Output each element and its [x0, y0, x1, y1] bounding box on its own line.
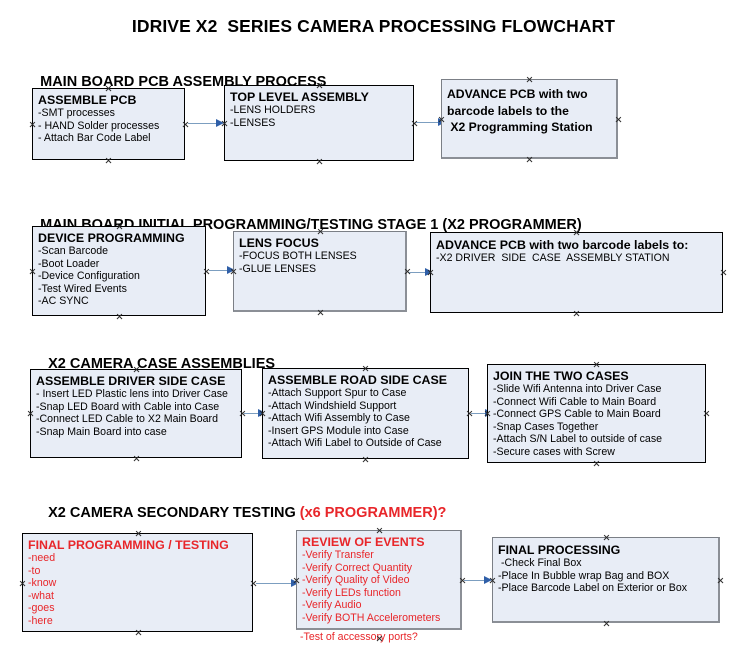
connector-shaft — [209, 270, 228, 272]
arrowhead-icon — [227, 266, 235, 274]
box-header: ASSEMBLE PCB — [38, 93, 137, 107]
connector-shaft — [409, 272, 426, 274]
box-header: FINAL PROCESSING — [498, 543, 621, 557]
box-header-line: ADVANCE PCB with two — [447, 87, 588, 101]
section-heading-4-text: X2 CAMERA SECONDARY TESTING — [48, 505, 300, 521]
connector-shaft — [188, 123, 217, 125]
box-line: -GLUE LENSES — [239, 262, 317, 275]
box-line: -Device Configuration — [38, 270, 140, 283]
box-header-line: X2 Programming Station — [447, 120, 593, 134]
box-line: -Verify BOTH Accelerometers — [302, 611, 441, 624]
connector-shaft — [471, 413, 486, 415]
box-assemble-pcb[interactable]: ASSEMBLE PCB -SMT processes - HAND Solde… — [32, 88, 185, 160]
connector-arrow — [256, 579, 299, 588]
connector-arrow — [209, 266, 235, 275]
box-header: JOIN THE TWO CASES — [493, 369, 629, 383]
box-header: REVIEW OF EVENTS — [302, 535, 425, 549]
box-line: -Place Barcode Label on Exterior or Box — [498, 582, 688, 595]
arrowhead-icon — [484, 576, 492, 584]
box-join-the-two-cases[interactable]: JOIN THE TWO CASES -Slide Wifi Antenna i… — [487, 364, 706, 463]
box-line: -FOCUS BOTH LENSES — [239, 250, 357, 262]
box-header-line: barcode labels to the — [447, 103, 569, 118]
box-line: -Boot Loader — [38, 257, 100, 270]
box-line: -Snap Main Board into case — [36, 425, 167, 438]
box-line: -X2 DRIVER SIDE CASE ASSEMBLY STATION — [436, 252, 670, 264]
box-line: -Connect Wifi Cable to Main Board — [493, 395, 657, 408]
box-line: -Connect GPS Cable to Main Board — [493, 408, 661, 421]
box-line: -goes — [28, 602, 55, 615]
section-heading-4: X2 CAMERA SECONDARY TESTING (x6 PROGRAMM… — [32, 489, 446, 537]
connector-arrow — [188, 119, 224, 128]
box-advance-pcb-programming-station[interactable]: ADVANCE PCB with two barcode labels to t… — [441, 79, 618, 159]
box-line: -to — [28, 564, 41, 577]
box-line: -know — [28, 577, 57, 590]
box-line: -Attach Wifi Assembly to Case — [268, 412, 410, 425]
arrowhead-icon — [425, 268, 433, 276]
box-header: DEVICE PROGRAMMING — [38, 231, 185, 245]
section-heading-4-accent: (x6 PROGRAMMER)? — [299, 505, 447, 521]
connector-shaft — [464, 580, 485, 582]
box-line: -Verify LEDs function — [302, 586, 401, 599]
connector-shaft — [416, 122, 439, 124]
box-line: -Slide Wifi Antenna into Driver Case — [493, 383, 662, 395]
box-line: -Place In Bubble wrap Bag and BOX — [498, 569, 670, 582]
connector-arrow — [464, 576, 492, 585]
box-line: -LENSES — [230, 116, 276, 129]
box-line: -Test Wired Events — [38, 282, 127, 295]
box-line: - Attach Bar Code Label — [38, 132, 151, 145]
box-line: -Scan Barcode — [38, 245, 109, 257]
box-line: -SMT processes — [38, 107, 115, 119]
section-heading-3: X2 CAMERA CASE ASSEMBLIES — [32, 340, 275, 388]
box-header: LENS FOCUS — [239, 236, 319, 250]
box-line: -Attach Support Spur to Case — [268, 387, 407, 399]
box-header: ADVANCE PCB with two barcode labels to: — [436, 238, 689, 252]
box-line: -Secure cases with Screw — [493, 445, 615, 458]
box-line: -Verify Correct Quantity — [302, 561, 413, 574]
box-line: - Insert LED Plastic lens into Driver Ca… — [36, 388, 228, 400]
box-assemble-driver-side-case[interactable]: ASSEMBLE DRIVER SIDE CASE - Insert LED P… — [30, 369, 242, 458]
arrowhead-icon — [291, 579, 299, 587]
box-line: -Verify Quality of Video — [302, 574, 410, 587]
box-line: -Verify Audio — [302, 599, 362, 612]
box-device-programming[interactable]: DEVICE PROGRAMMING -Scan Barcode -Boot L… — [32, 226, 206, 316]
box-review-of-events[interactable]: REVIEW OF EVENTS -Verify Transfer -Verif… — [296, 530, 462, 630]
box-assemble-road-side-case[interactable]: ASSEMBLE ROAD SIDE CASE -Attach Support … — [262, 368, 469, 459]
box-line: -Check Final Box — [498, 557, 582, 569]
connector-arrow — [409, 268, 433, 277]
connector-shaft — [256, 583, 292, 585]
box-top-level-assembly[interactable]: TOP LEVEL ASSEMBLY -LENS HOLDERS -LENSES — [224, 85, 414, 161]
box-line: - HAND Solder processes — [38, 119, 160, 132]
box-line: -what — [28, 589, 54, 602]
box-line: -AC SYNC — [38, 295, 89, 308]
box-header: ASSEMBLE DRIVER SIDE CASE — [36, 374, 226, 388]
box-line: -here — [28, 614, 53, 627]
box-line: -Connect LED Cable to X2 Main Board — [36, 413, 218, 426]
box-line: -Attach Wifi Label to Outside of Case — [268, 437, 442, 450]
box-line: -Attach S/N Label to outside of case — [493, 433, 663, 446]
box-final-programming-testing[interactable]: FINAL PROGRAMMING / TESTING -need -to -k… — [22, 533, 253, 632]
box-header: ASSEMBLE ROAD SIDE CASE — [268, 373, 447, 387]
page-title: IDRIVE X2 SERIES CAMERA PROCESSING FLOWC… — [131, 16, 616, 36]
section-heading-3-text: X2 CAMERA CASE ASSEMBLIES — [48, 356, 276, 372]
box-line: -LENS HOLDERS — [230, 104, 316, 116]
box-lens-focus[interactable]: LENS FOCUS -FOCUS BOTH LENSES -GLUE LENS… — [233, 231, 407, 312]
box-line: -Snap LED Board with Cable into Case — [36, 400, 220, 413]
arrowhead-icon — [216, 119, 224, 127]
box-line: -Snap Cases Together — [493, 420, 599, 433]
box-advance-pcb-driver-side-station[interactable]: ADVANCE PCB with two barcode labels to: … — [430, 232, 723, 313]
box-header: FINAL PROGRAMMING / TESTING — [28, 538, 229, 552]
box-line: -Attach Windshield Support — [268, 399, 397, 412]
box-final-processing[interactable]: FINAL PROCESSING -Check Final Box -Place… — [492, 537, 720, 623]
connector-shaft — [244, 413, 259, 415]
box-header: TOP LEVEL ASSEMBLY — [230, 90, 369, 104]
box-line: -Insert GPS Module into Case — [268, 424, 409, 437]
box-line: -Verify Transfer — [302, 549, 374, 561]
box-line: -need — [28, 552, 56, 564]
box-overflow-line: -Test of accessory ports? — [300, 631, 418, 643]
